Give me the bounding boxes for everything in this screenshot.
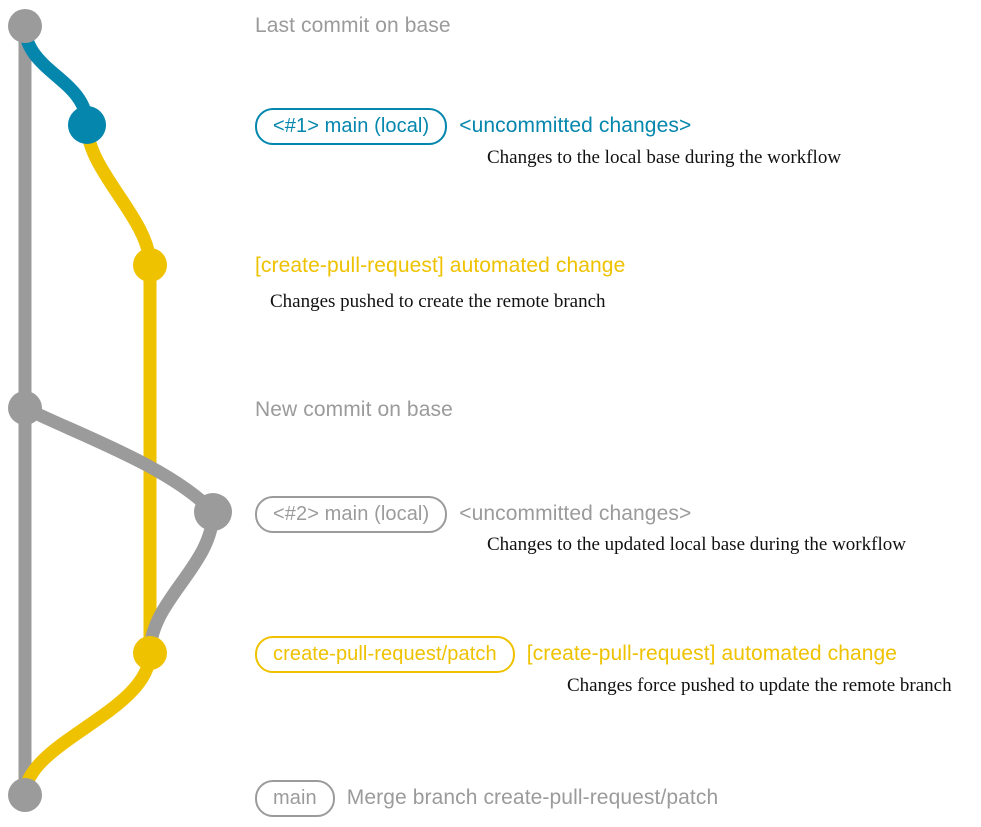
- commit-description-local-main-1: Changes to the local base during the wor…: [487, 147, 842, 168]
- ref-badge-local-main-2[interactable]: <#2> main (local): [255, 496, 448, 533]
- node-last-commit-on-base: [8, 9, 42, 43]
- commit-row-new-commit-on-base: New commit on base: [255, 399, 453, 420]
- commit-subject: <uncommitted changes>: [459, 114, 692, 137]
- commit-subject: Last commit on base: [255, 14, 451, 37]
- node-automated-change-2: [133, 636, 167, 670]
- ref-badge-main[interactable]: main: [255, 780, 335, 817]
- commit-nodes: [8, 9, 232, 812]
- node-local-main-1: [68, 106, 106, 144]
- commit-row-automated-change-1: [create-pull-request] automated change: [255, 255, 625, 276]
- edge-base-to-local2: [18, 401, 220, 519]
- commit-subject: Merge branch create-pull-request/patch: [346, 786, 719, 809]
- commit-subject: [create-pull-request] automated change: [255, 254, 626, 277]
- commit-row-merge-commit: main Merge branch create-pull-request/pa…: [255, 780, 718, 817]
- node-new-commit-on-base: [8, 391, 42, 425]
- commit-row-local-main-2: <#2> main (local) <uncommitted changes>: [255, 496, 691, 533]
- ref-badge-local-main-1[interactable]: <#1> main (local): [255, 108, 448, 145]
- edge-automated2-to-merge: [18, 646, 157, 802]
- node-local-main-2: [194, 493, 232, 531]
- commit-subject: [create-pull-request] automated change: [526, 642, 898, 665]
- commit-description-automated-change-1: Changes pushed to create the remote bran…: [270, 291, 606, 312]
- commit-row-last-commit-on-base: Last commit on base: [255, 15, 451, 36]
- commit-row-automated-change-2: create-pull-request/patch [create-pull-r…: [255, 636, 897, 673]
- ref-badge-create-pull-request-patch[interactable]: create-pull-request/patch: [255, 636, 515, 673]
- commit-subject: New commit on base: [255, 398, 453, 421]
- node-merge-commit: [8, 778, 42, 812]
- node-automated-change-1: [133, 248, 167, 282]
- edge-local1-to-automated1: [80, 118, 157, 272]
- commit-description-automated-change-2: Changes force pushed to update the remot…: [567, 675, 952, 696]
- commit-subject: <uncommitted changes>: [459, 502, 692, 525]
- edge-local2-to-automated2: [143, 505, 220, 660]
- commit-description-local-main-2: Changes to the updated local base during…: [487, 534, 906, 555]
- commit-row-local-main-1: <#1> main (local) <uncommitted changes>: [255, 108, 691, 145]
